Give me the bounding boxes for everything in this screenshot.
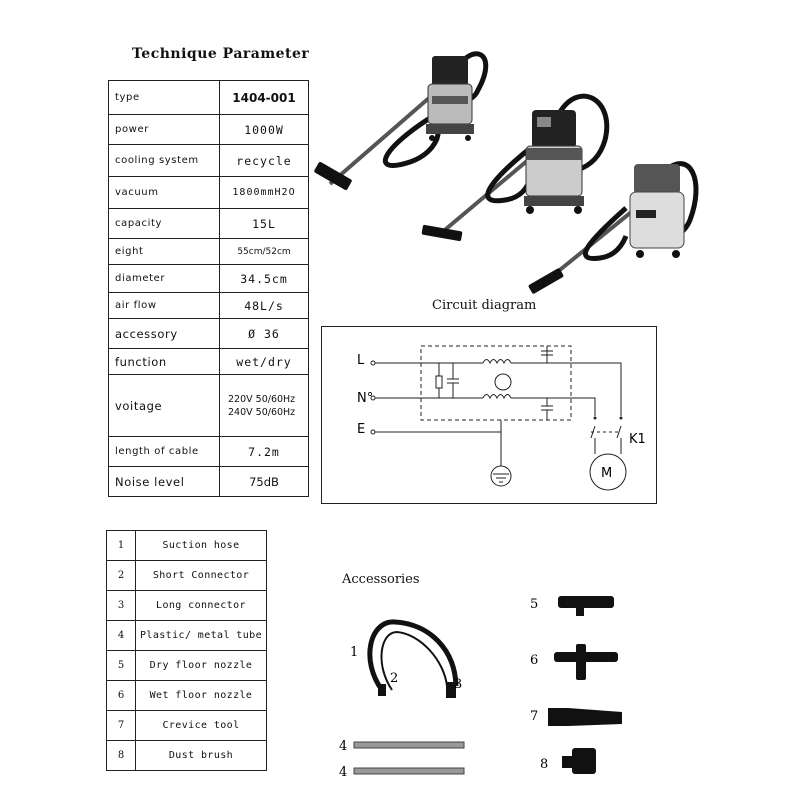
spec-label: cooling system [108, 144, 220, 177]
circuit-frame [321, 326, 657, 504]
motor-label: M [601, 466, 612, 481]
accessory-name: Long connector [135, 590, 267, 621]
tube-icon [353, 741, 465, 749]
choke-core [494, 373, 512, 391]
resistor [435, 375, 443, 389]
accessory-name: Short Connector [135, 560, 267, 591]
voltage-line-1: 220V 50/60Hz [228, 393, 296, 405]
callout-3: 3 [454, 677, 462, 692]
spec-label: voitage [108, 374, 220, 437]
spec-label: type [108, 80, 220, 115]
label-l: L [357, 353, 365, 368]
spec-value: Ø 36 [219, 318, 309, 349]
inductor-n [482, 394, 512, 400]
inductor-l [482, 359, 512, 365]
accessory-row: 2 Short Connector [106, 560, 267, 591]
accessory-number: 2 [106, 560, 136, 591]
spec-value: 34.5cm [219, 264, 309, 293]
spec-row-diameter: diameter 34.5cm [108, 264, 309, 293]
suction-hose-icon [367, 619, 459, 698]
earth-ring [490, 465, 512, 487]
spec-value: 220V 50/60Hz 240V 50/60Hz [219, 374, 309, 437]
label-n: N° [357, 391, 373, 406]
accessory-table: 1 Suction hose 2 Short Connector 3 Long … [106, 530, 267, 771]
callout-2: 2 [390, 671, 398, 686]
spec-table: type 1404-001 power 1000W cooling system… [108, 80, 309, 497]
accessory-name: Wet floor nozzle [135, 680, 267, 711]
vacuum-cleaner-large [314, 51, 489, 190]
accessories-title: Accessories [342, 572, 420, 587]
spec-row-cable: length of cable 7.2m [108, 436, 309, 467]
spec-row-vacuum: vacuum 1800mmH2O [108, 176, 309, 209]
spec-label: power [108, 114, 220, 145]
technique-parameter-title: Technique Parameter [132, 46, 310, 62]
y-capacitor [541, 398, 553, 420]
accessory-row: 5 Dry floor nozzle [106, 650, 267, 681]
circuit-diagram: L N° E K1 M [321, 326, 657, 504]
callout-4a: 4 [339, 739, 347, 754]
callout-5: 5 [530, 597, 538, 612]
wet-floor-nozzle-icon [554, 644, 618, 680]
motor-icon [589, 453, 627, 491]
vacuum-cleaner-small [528, 161, 699, 294]
x-capacitor [447, 363, 459, 398]
voltage-line-2: 240V 50/60Hz [228, 406, 296, 418]
spec-label: eight [108, 238, 220, 265]
accessory-name: Plastic/ metal tube [135, 620, 267, 651]
accessory-name: Dry floor nozzle [135, 650, 267, 681]
vacuum-cleaner-medium [421, 93, 610, 242]
accessory-name: Dust brush [135, 740, 267, 771]
label-k1: K1 [629, 432, 646, 447]
spec-label: function [108, 348, 220, 375]
spec-row-power: power 1000W [108, 114, 309, 145]
spec-label: length of cable [108, 436, 220, 467]
accessory-row: 6 Wet floor nozzle [106, 680, 267, 711]
callout-6: 6 [530, 653, 538, 668]
callout-4b: 4 [339, 765, 347, 780]
spec-row-height: eight 55cm/52cm [108, 238, 309, 265]
spec-value: 1404-001 [219, 80, 309, 115]
spec-row-type: type 1404-001 [108, 80, 309, 115]
callout-1: 1 [350, 645, 358, 660]
accessory-number: 4 [106, 620, 136, 651]
spec-row-voltage: voitage 220V 50/60Hz 240V 50/60Hz [108, 374, 309, 437]
dry-floor-nozzle-icon [558, 596, 614, 616]
spec-label: accessory [108, 318, 220, 349]
accessory-row: 4 Plastic/ metal tube [106, 620, 267, 651]
circuit-diagram-title: Circuit diagram [432, 298, 537, 313]
crevice-tool-icon [548, 708, 622, 726]
spec-label: Noise level [108, 466, 220, 497]
dust-brush-icon [562, 748, 596, 774]
accessory-row: 8 Dust brush [106, 740, 267, 771]
callout-8: 8 [540, 757, 548, 772]
spec-value: 1000W [219, 114, 309, 145]
label-e: E [357, 422, 365, 437]
spec-value: recycle [219, 144, 309, 177]
accessory-row: 3 Long connector [106, 590, 267, 621]
spec-row-noise: Noise level 75dB [108, 466, 309, 497]
ground-icon [493, 473, 509, 483]
spec-value: 48L/s [219, 292, 309, 319]
spec-value: 15L [219, 208, 309, 239]
spec-label: vacuum [108, 176, 220, 209]
accessory-name: Crevice tool [135, 710, 267, 741]
tube-icon [353, 767, 465, 775]
spec-value: 75dB [219, 466, 309, 497]
spec-row-accessory: accessory Ø 36 [108, 318, 309, 349]
spec-row-capacity: capacity 15L [108, 208, 309, 239]
spec-label: capacity [108, 208, 220, 239]
spec-value: 7.2m [219, 436, 309, 467]
callout-7: 7 [530, 709, 538, 724]
spec-row-cooling: cooling system recycle [108, 144, 309, 177]
